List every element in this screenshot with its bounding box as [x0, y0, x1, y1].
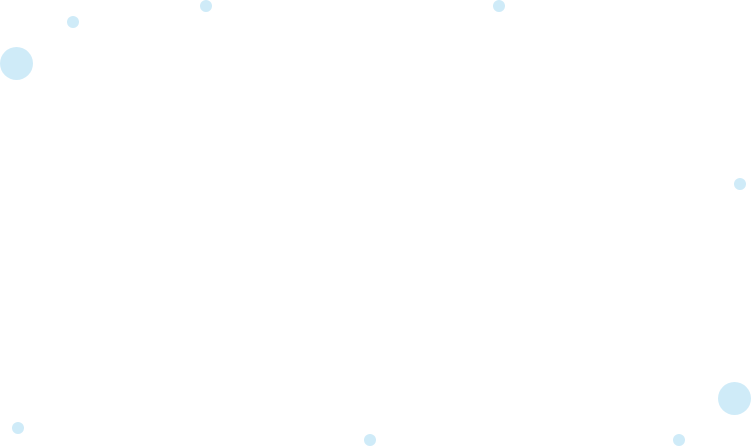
decorative-circle [200, 0, 212, 12]
decorative-circle [364, 434, 376, 446]
decorative-circle [673, 434, 685, 446]
decorative-circle [493, 0, 505, 12]
decorative-circle [0, 47, 33, 80]
decorative-circle [718, 382, 751, 415]
decorative-circle [734, 178, 746, 190]
decorative-circle [12, 422, 24, 434]
decorative-circle [67, 16, 79, 28]
